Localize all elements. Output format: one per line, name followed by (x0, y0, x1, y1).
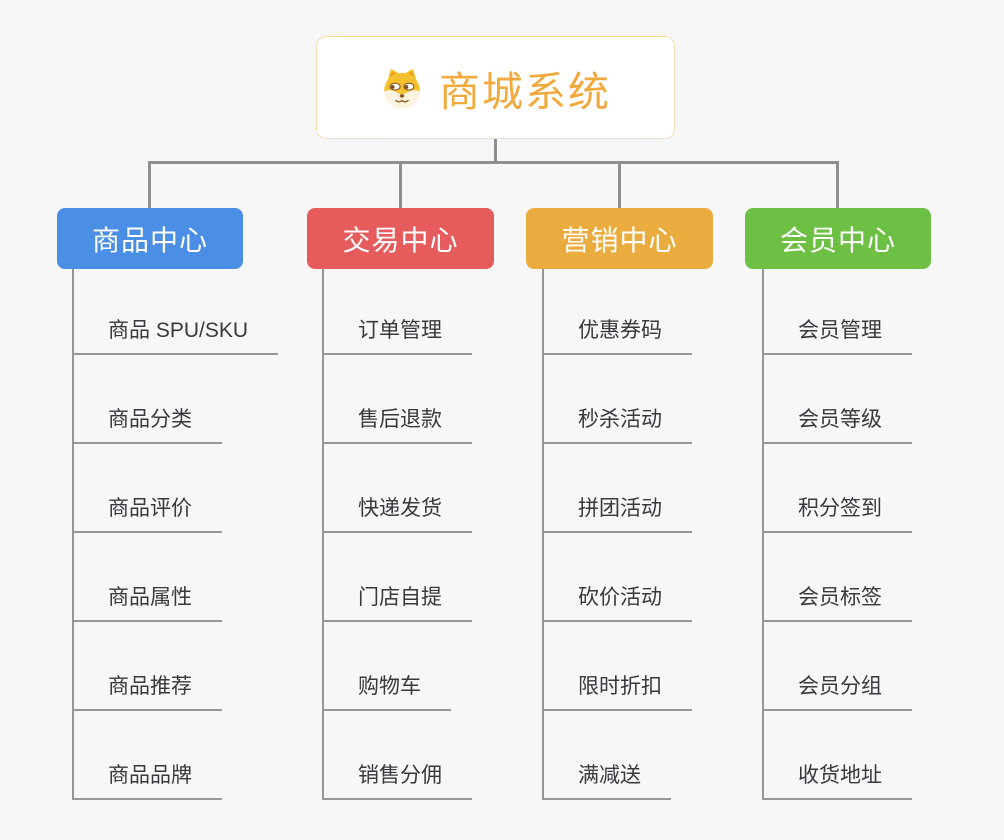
leaf-node[interactable]: 订单管理 (324, 317, 472, 355)
marketing-center-children: 优惠券码 秒杀活动 拼团活动 砍价活动 限时折扣 满减送 (542, 269, 774, 800)
product-center-children: 商品 SPU/SKU 商品分类 商品评价 商品属性 商品推荐 商品品牌 (72, 269, 304, 800)
leaf-node[interactable]: 商品推荐 (74, 673, 222, 711)
branch-node-trade-center[interactable]: 交易中心 (307, 208, 494, 269)
leaf-node[interactable]: 商品属性 (74, 584, 222, 622)
leaf-node[interactable]: 商品 SPU/SKU (74, 317, 279, 355)
connector-root-drop (494, 139, 497, 164)
leaf-node[interactable]: 收货地址 (764, 762, 912, 800)
leaf-node[interactable]: 商品分类 (74, 406, 222, 444)
root-title: 商城系统 (439, 68, 611, 115)
dog-face-icon (380, 66, 424, 110)
member-center-children: 会员管理 会员等级 积分签到 会员标签 会员分组 收货地址 (762, 269, 994, 800)
connector-drop-product (148, 161, 151, 209)
leaf-node[interactable]: 快递发货 (324, 495, 472, 533)
leaf-node[interactable]: 秒杀活动 (544, 406, 692, 444)
leaf-node[interactable]: 商品品牌 (74, 762, 222, 800)
branch-node-product-center[interactable]: 商品中心 (57, 208, 243, 269)
leaf-node[interactable]: 会员管理 (764, 317, 912, 355)
branch-node-member-center[interactable]: 会员中心 (745, 208, 931, 269)
leaf-node[interactable]: 优惠券码 (544, 317, 692, 355)
leaf-node[interactable]: 销售分佣 (324, 762, 472, 800)
leaf-node[interactable]: 限时折扣 (544, 673, 692, 711)
connector-drop-marketing (618, 161, 621, 209)
root-node[interactable]: 商城系统 (316, 36, 675, 139)
leaf-node[interactable]: 商品评价 (74, 495, 222, 533)
leaf-node[interactable]: 会员标签 (764, 584, 912, 622)
connector-drop-member (836, 161, 839, 209)
leaf-node[interactable]: 满减送 (544, 762, 671, 800)
leaf-node[interactable]: 购物车 (324, 673, 451, 711)
trade-center-children: 订单管理 售后退款 快递发货 门店自提 购物车 销售分佣 (322, 269, 554, 800)
leaf-node[interactable]: 拼团活动 (544, 495, 692, 533)
connector-horizontal-rail (148, 161, 839, 164)
leaf-node[interactable]: 售后退款 (324, 406, 472, 444)
branch-node-marketing-center[interactable]: 营销中心 (526, 208, 713, 269)
leaf-node[interactable]: 积分签到 (764, 495, 912, 533)
leaf-node[interactable]: 会员分组 (764, 673, 912, 711)
leaf-node[interactable]: 会员等级 (764, 406, 912, 444)
leaf-node[interactable]: 砍价活动 (544, 584, 692, 622)
leaf-node[interactable]: 门店自提 (324, 584, 472, 622)
connector-drop-trade (399, 161, 402, 209)
